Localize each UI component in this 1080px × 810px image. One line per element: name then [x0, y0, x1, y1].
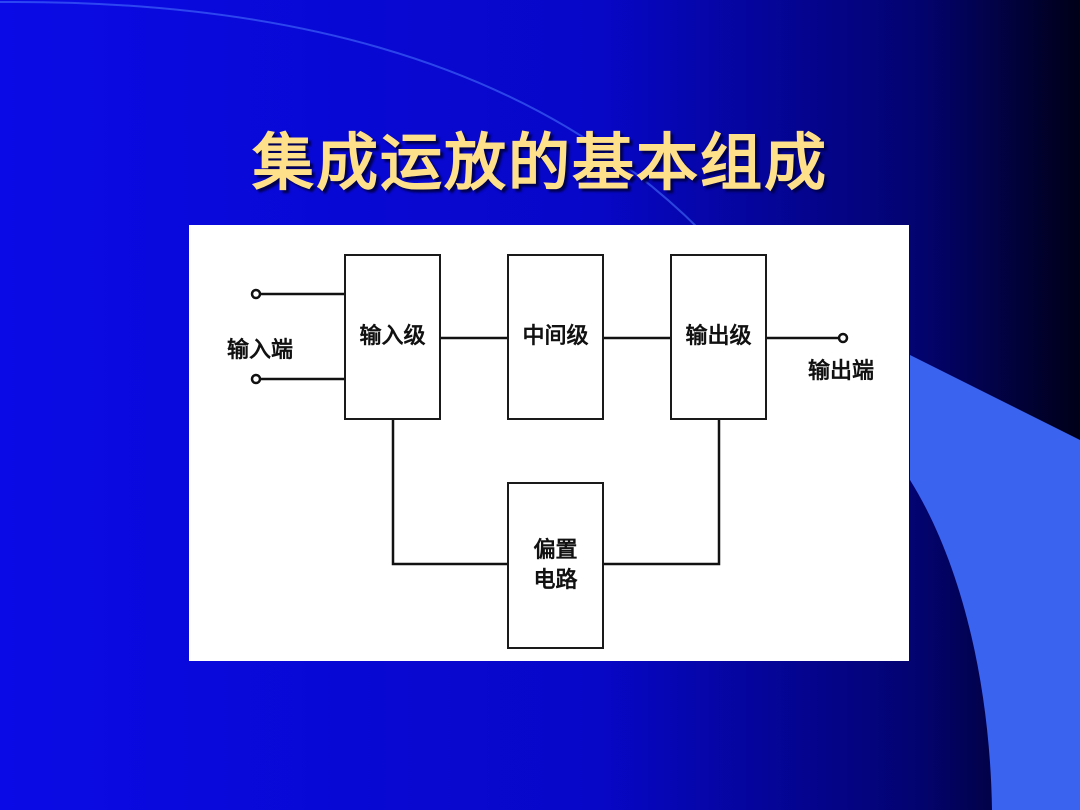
output-terminal-label: 输出端: [808, 359, 875, 384]
middle-stage-label: 中间级: [522, 324, 589, 350]
input-stage-label: 输入级: [359, 324, 426, 350]
middle-stage-block: 中间级: [507, 254, 604, 420]
wire-bias-to-output: [604, 419, 721, 566]
output-stage-label: 输出级: [685, 324, 752, 350]
diagram-connections: [250, 288, 849, 566]
input-terminal-bottom: [250, 373, 262, 385]
background-swoosh-line: [0, 0, 701, 231]
bias-circuit-block: 偏置 电路: [507, 482, 604, 649]
output-stage-block: 输出级: [670, 254, 767, 420]
input-terminal-top: [250, 288, 262, 300]
input-terminal-label: 输入端: [227, 338, 294, 363]
output-terminal: [837, 332, 849, 344]
bias-circuit-label: 偏置 电路: [533, 537, 578, 593]
slide-title: 集成运放的基本组成: [251, 126, 828, 199]
diagram-panel: 输入端 输出端 输入级 中间级 输出级 偏置 电路: [189, 225, 909, 661]
input-stage-block: 输入级: [344, 254, 441, 420]
wire-input-to-bias: [391, 419, 507, 566]
background-right-shape: [910, 355, 1080, 810]
